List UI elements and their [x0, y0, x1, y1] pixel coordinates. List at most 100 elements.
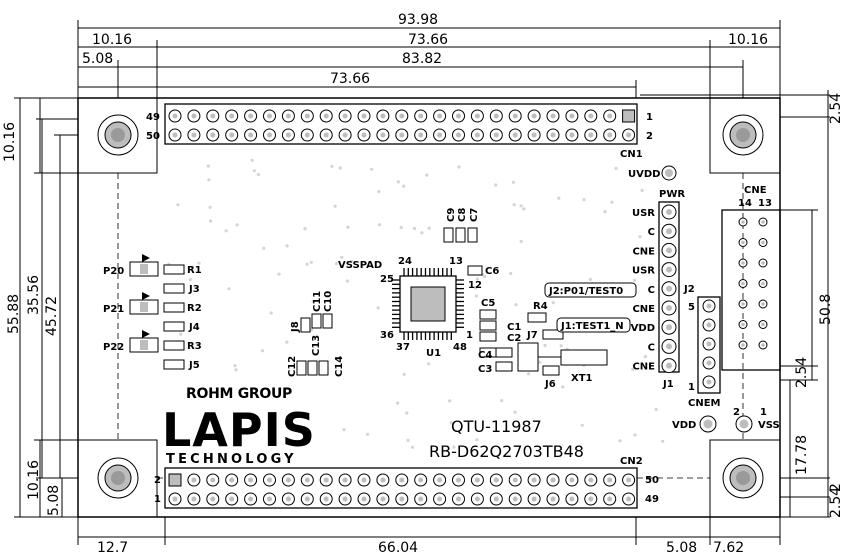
pin-hole — [456, 113, 461, 119]
pin-hole — [210, 132, 216, 138]
pin-hole — [229, 496, 235, 502]
silk-dot — [396, 401, 400, 405]
j8-label: J8 — [290, 321, 301, 333]
dim-bottom-right: 7.62 — [713, 540, 744, 556]
silk-dot — [638, 235, 642, 239]
silk-dot — [512, 203, 516, 207]
silk-dot — [370, 167, 374, 171]
dim-left-bottom-offset: 5.08 — [46, 485, 62, 516]
silk-dot — [346, 225, 350, 229]
pin-hole — [569, 477, 575, 483]
pin-hole — [474, 113, 480, 119]
c1-label: C1 — [507, 322, 521, 333]
silk-dot — [559, 344, 563, 348]
pin-hole — [267, 496, 272, 502]
silk-dot — [309, 260, 313, 264]
silk-dot — [250, 158, 254, 162]
pin-hole — [248, 113, 254, 119]
silk-dot — [412, 226, 417, 231]
silk-dot — [643, 355, 648, 359]
pin-hole — [191, 113, 197, 119]
silk-dot — [340, 255, 344, 259]
mounting-hole-bottom-right — [722, 457, 764, 499]
dim-top-right-margin: 10.16 — [728, 32, 768, 48]
dim-right-two: 2 — [828, 483, 844, 492]
cne-pin-13: 13 — [758, 198, 772, 209]
pwr-pin-hole — [666, 209, 672, 215]
xt1-label: XT1 — [571, 373, 593, 384]
silk-dot — [405, 411, 409, 415]
pin-hole — [456, 477, 461, 483]
silk-dot — [475, 277, 479, 281]
silk-dot — [543, 343, 547, 347]
silk-dot — [475, 438, 479, 442]
silk-dot — [522, 207, 526, 211]
silk-dot — [190, 265, 194, 269]
cn2-pin-50: 50 — [645, 475, 659, 486]
pwr-row-label: C — [648, 342, 655, 353]
pwr-pin-hole — [666, 266, 672, 273]
silk-dot — [209, 219, 213, 223]
cn2-label: CN2 — [620, 456, 643, 467]
pin-hole — [493, 496, 499, 502]
pin-hole — [229, 132, 235, 138]
pin-hole — [626, 113, 632, 119]
dim-left-overall: 55.88 — [6, 294, 22, 334]
silk-dot — [452, 445, 456, 449]
cne-pin-hole — [761, 220, 765, 224]
cn2-pin-2: 2 — [154, 475, 161, 486]
resistor-r1 — [163, 264, 185, 275]
pin-hole — [191, 477, 197, 483]
pin-hole — [399, 496, 405, 502]
c4-label: C4 — [478, 350, 492, 361]
pin-hole — [437, 113, 443, 119]
dim-right-power: 17.78 — [794, 435, 810, 475]
cne-pin-hole — [741, 240, 745, 245]
pwr-row-label: C — [648, 227, 655, 238]
j7-label: J7 — [526, 330, 538, 341]
pwr-row-label: VDD — [631, 323, 655, 334]
pin-hole — [493, 113, 499, 119]
pin-hole — [626, 477, 632, 483]
pwr-pin-hole — [666, 247, 672, 254]
silk-dot — [303, 227, 307, 231]
silk-dot — [305, 262, 309, 266]
silk-dot — [345, 279, 349, 283]
dim-top-center: 73.66 — [408, 32, 448, 48]
pin-hole — [588, 113, 594, 119]
silk-dot — [349, 259, 353, 264]
cn1-pins — [168, 109, 636, 142]
pin-hole — [361, 477, 367, 483]
pin-hole — [569, 496, 575, 502]
silk-dot — [561, 385, 565, 389]
cne-pin-hole — [741, 261, 745, 265]
silk-dot — [366, 432, 370, 436]
silk-dot — [427, 362, 431, 366]
ic-pin-13: 13 — [449, 256, 463, 267]
pin-hole — [607, 496, 613, 502]
silk-dot — [509, 271, 513, 276]
j4-label: J4 — [188, 322, 200, 333]
pwr-row-label: USR — [632, 266, 655, 277]
ic-pin-37: 37 — [396, 342, 410, 353]
cne-pin-hole — [761, 281, 765, 286]
j5-label: J5 — [188, 360, 200, 371]
uvdd-testpoint: UVDD — [628, 165, 677, 181]
pin-hole — [172, 132, 178, 138]
silk-dot — [179, 332, 183, 336]
pin-hole — [342, 477, 348, 483]
cn1-pin-1: 1 — [646, 112, 653, 123]
ic-pin-36: 36 — [380, 330, 394, 341]
c5-label: C5 — [481, 298, 495, 309]
c14-label: C14 — [334, 356, 345, 377]
pin-hole — [285, 113, 291, 119]
pwr-row-label: CNE — [632, 304, 655, 315]
pin-hole — [418, 132, 424, 138]
cne-pin-hole — [761, 302, 765, 306]
pin-hole — [531, 477, 537, 483]
pin-hole — [493, 132, 499, 138]
silk-dot — [513, 410, 517, 414]
pin-hole — [512, 113, 518, 119]
cnem-pin-hole — [706, 379, 712, 385]
p22-label: P22 — [103, 342, 124, 353]
